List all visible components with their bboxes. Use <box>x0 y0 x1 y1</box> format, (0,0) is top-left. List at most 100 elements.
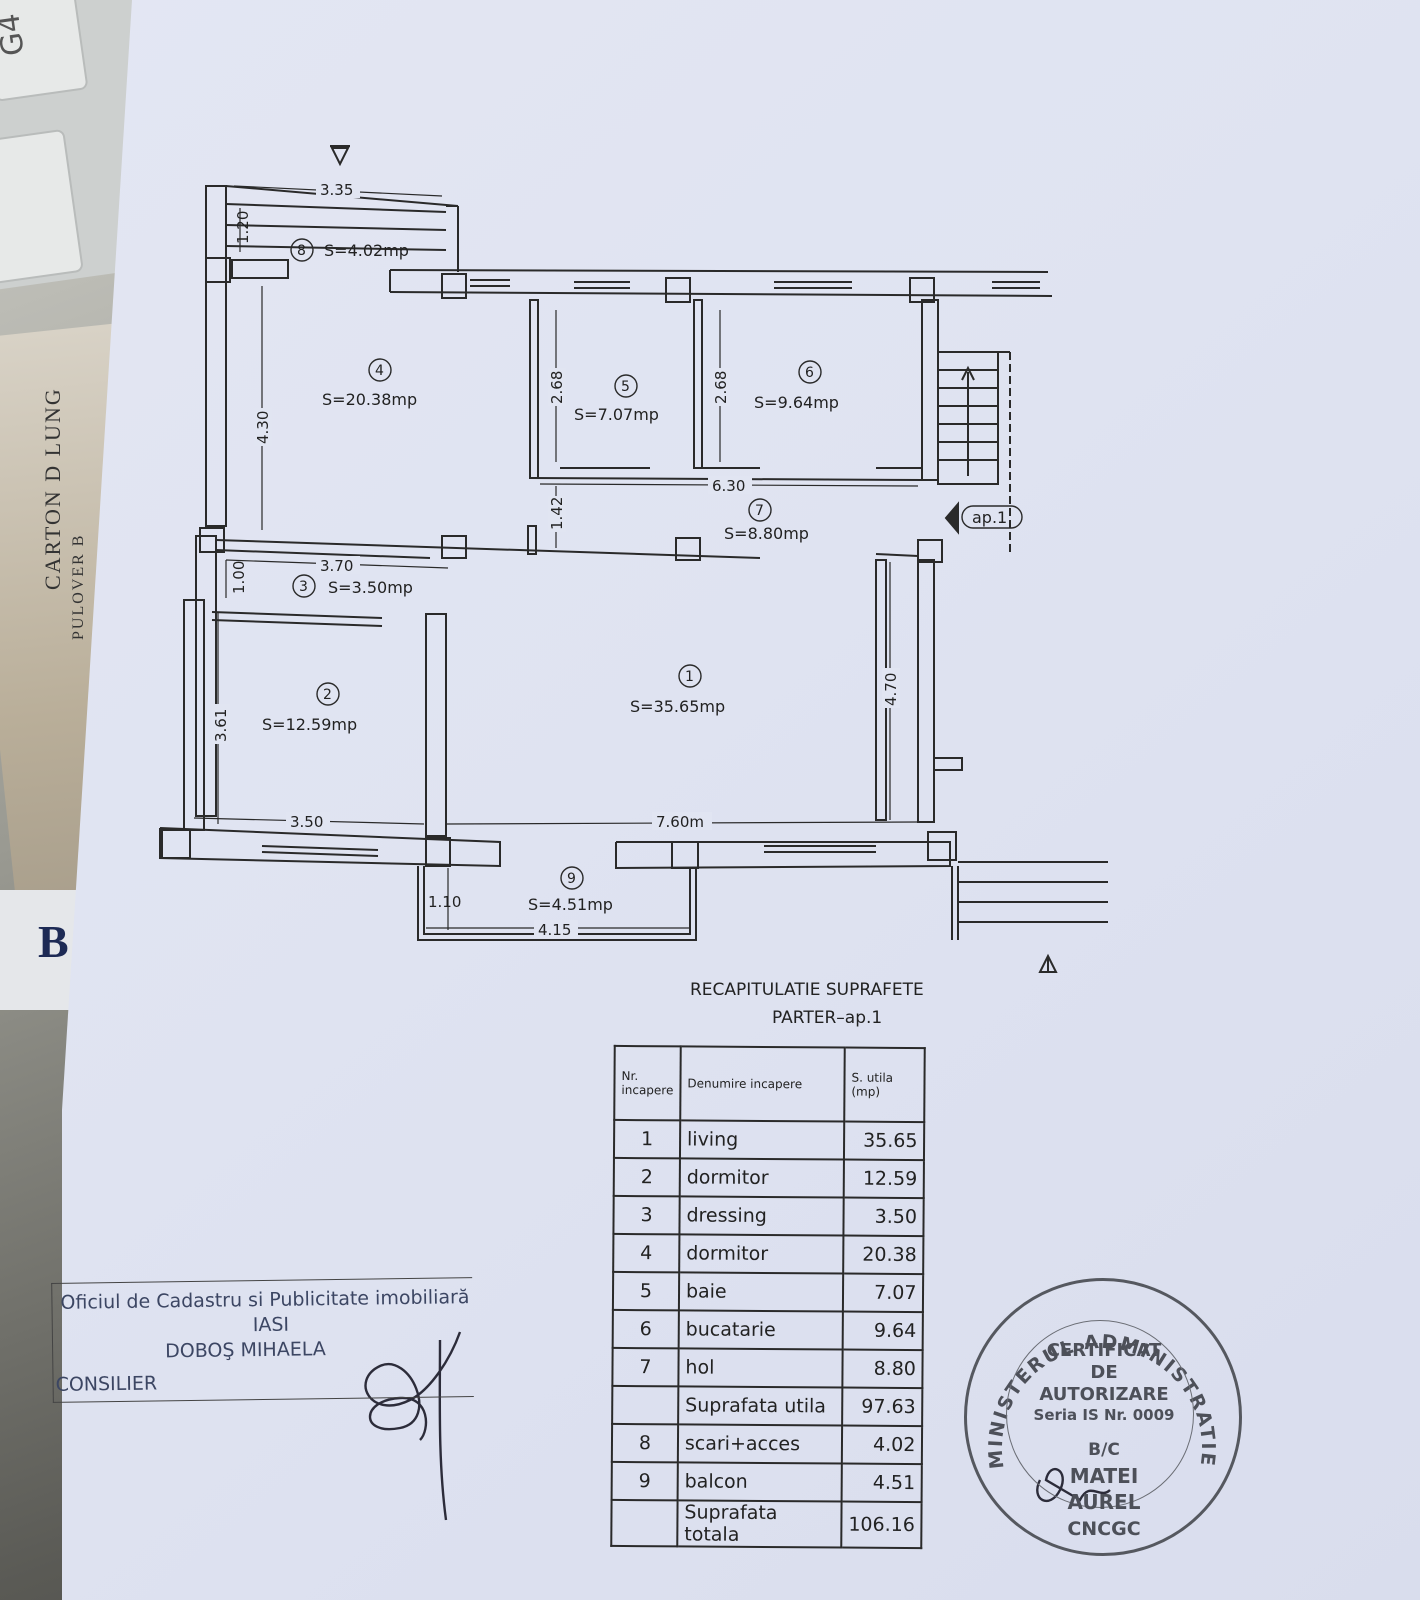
wall-corridor-bottom <box>215 539 761 559</box>
dim-label-bg <box>708 476 752 494</box>
cell-nr: 5 <box>612 1271 680 1311</box>
room-number-circle <box>678 664 702 688</box>
entry-label-box <box>961 505 1023 529</box>
dim-3-70: 3.70 <box>320 557 353 575</box>
dim-4-30: 4.30 <box>254 411 272 444</box>
north-arrow-icon <box>330 147 350 167</box>
room-number-circle <box>316 682 340 706</box>
room-number-circle <box>560 866 584 890</box>
column <box>665 277 691 303</box>
wall-bottom-left <box>159 827 501 868</box>
wall-top-inner <box>389 291 1053 297</box>
room-number-9: 9 <box>567 871 576 887</box>
dim-3-61: 3.61 <box>212 709 230 742</box>
cell-area: 20.38 <box>843 1235 924 1275</box>
window <box>261 851 379 857</box>
dim-4-15: 4.15 <box>538 921 571 939</box>
room-number-circle <box>290 238 314 262</box>
entry-arrow-icon <box>944 501 959 535</box>
cell-area: 97.63 <box>842 1387 923 1427</box>
wall-corridor-bottom-inner <box>215 549 431 559</box>
column <box>909 277 935 303</box>
column <box>927 831 957 861</box>
room-number-circle <box>292 574 316 598</box>
dim-2-68-kitchen: 2.68 <box>712 371 730 404</box>
summary-title: RECAPITULATIE SUPRAFETE <box>690 980 924 1000</box>
dim-label-bg <box>548 496 566 532</box>
wall-left-mid <box>195 535 217 817</box>
cell-name: hol <box>678 1348 843 1388</box>
wall-left-upper <box>205 185 227 527</box>
cell-nr: 4 <box>613 1233 680 1273</box>
column <box>675 537 701 561</box>
room-area-4: S=20.38mp <box>322 390 417 409</box>
column <box>425 837 451 867</box>
seal-line-cncgc: CNCGC <box>1067 1518 1141 1540</box>
cell-name: bucatarie <box>678 1310 843 1350</box>
office-officer: DOBOŞ MIHAELA <box>164 1338 326 1363</box>
wall-kitchen-right <box>921 299 939 481</box>
dim-3-35: 3.35 <box>320 181 353 199</box>
cell-name: Suprafata utila <box>678 1386 843 1426</box>
cell-name: baie <box>678 1272 844 1312</box>
wall-top <box>389 269 1049 273</box>
signature-drawing <box>364 1331 462 1521</box>
cell-area: 3.50 <box>843 1197 925 1237</box>
dim-label-bg <box>652 812 712 830</box>
summary-subtitle: PARTER–ap.1 <box>772 1008 883 1028</box>
cell-area: 9.64 <box>842 1311 924 1351</box>
seal-line-autorizare: AUTORIZARE <box>1039 1384 1169 1405</box>
column <box>441 535 467 559</box>
room-number-8: 8 <box>297 243 306 259</box>
wall-top-8-inner <box>225 203 447 213</box>
seal-line-matei: MATEI <box>1069 1464 1139 1488</box>
column <box>205 257 231 283</box>
office-name: Oficiul de Cadastru si Publicitate imobi… <box>60 1286 470 1314</box>
cell-name: dressing <box>679 1196 844 1236</box>
table-header-row: Nr. incapere Denumire incapere S. utila … <box>614 1045 926 1123</box>
cell-nr <box>612 1385 679 1425</box>
exterior-stairs <box>937 351 999 485</box>
room-number-5: 5 <box>621 379 630 395</box>
surface-summary-table: Nr. incapere Denumire incapere S. utila … <box>610 1045 926 1549</box>
dim-label-bg <box>316 180 360 198</box>
column <box>671 841 699 869</box>
wall-stub <box>933 757 963 771</box>
header-nr: Nr. incapere <box>614 1045 681 1121</box>
cell-area: 7.07 <box>842 1273 924 1313</box>
cell-name: balcon <box>677 1462 842 1502</box>
room-number-4: 4 <box>375 363 384 379</box>
cell-nr: 9 <box>611 1461 678 1501</box>
dim-2-68-bath: 2.68 <box>548 371 566 404</box>
dim-label-bg <box>254 408 272 446</box>
wall-bedroom2-right <box>425 613 447 837</box>
cell-nr: 8 <box>611 1423 679 1463</box>
dim-label-bg <box>534 920 578 938</box>
seal-line-serie: Seria IS Nr. 0009 <box>1033 1406 1175 1424</box>
room-area-5: S=7.07mp <box>574 405 659 424</box>
seal-line-aurel: AUREL <box>1067 1490 1141 1514</box>
wall-bottom-right <box>615 841 951 870</box>
cell-name: Suprafata totala <box>677 1500 842 1548</box>
room-number-circle <box>614 374 638 398</box>
dim-label-bg <box>316 556 360 574</box>
dim-6-30: 6.30 <box>712 477 745 495</box>
cell-area: 4.51 <box>841 1463 923 1503</box>
wall <box>875 553 919 557</box>
column <box>161 829 191 859</box>
leaflet-letter: B <box>38 916 69 967</box>
cell-area: 4.02 <box>841 1425 923 1465</box>
room-number-2: 2 <box>323 687 332 703</box>
dim-1-42: 1.42 <box>548 497 566 530</box>
room-number-1: 1 <box>685 669 694 685</box>
